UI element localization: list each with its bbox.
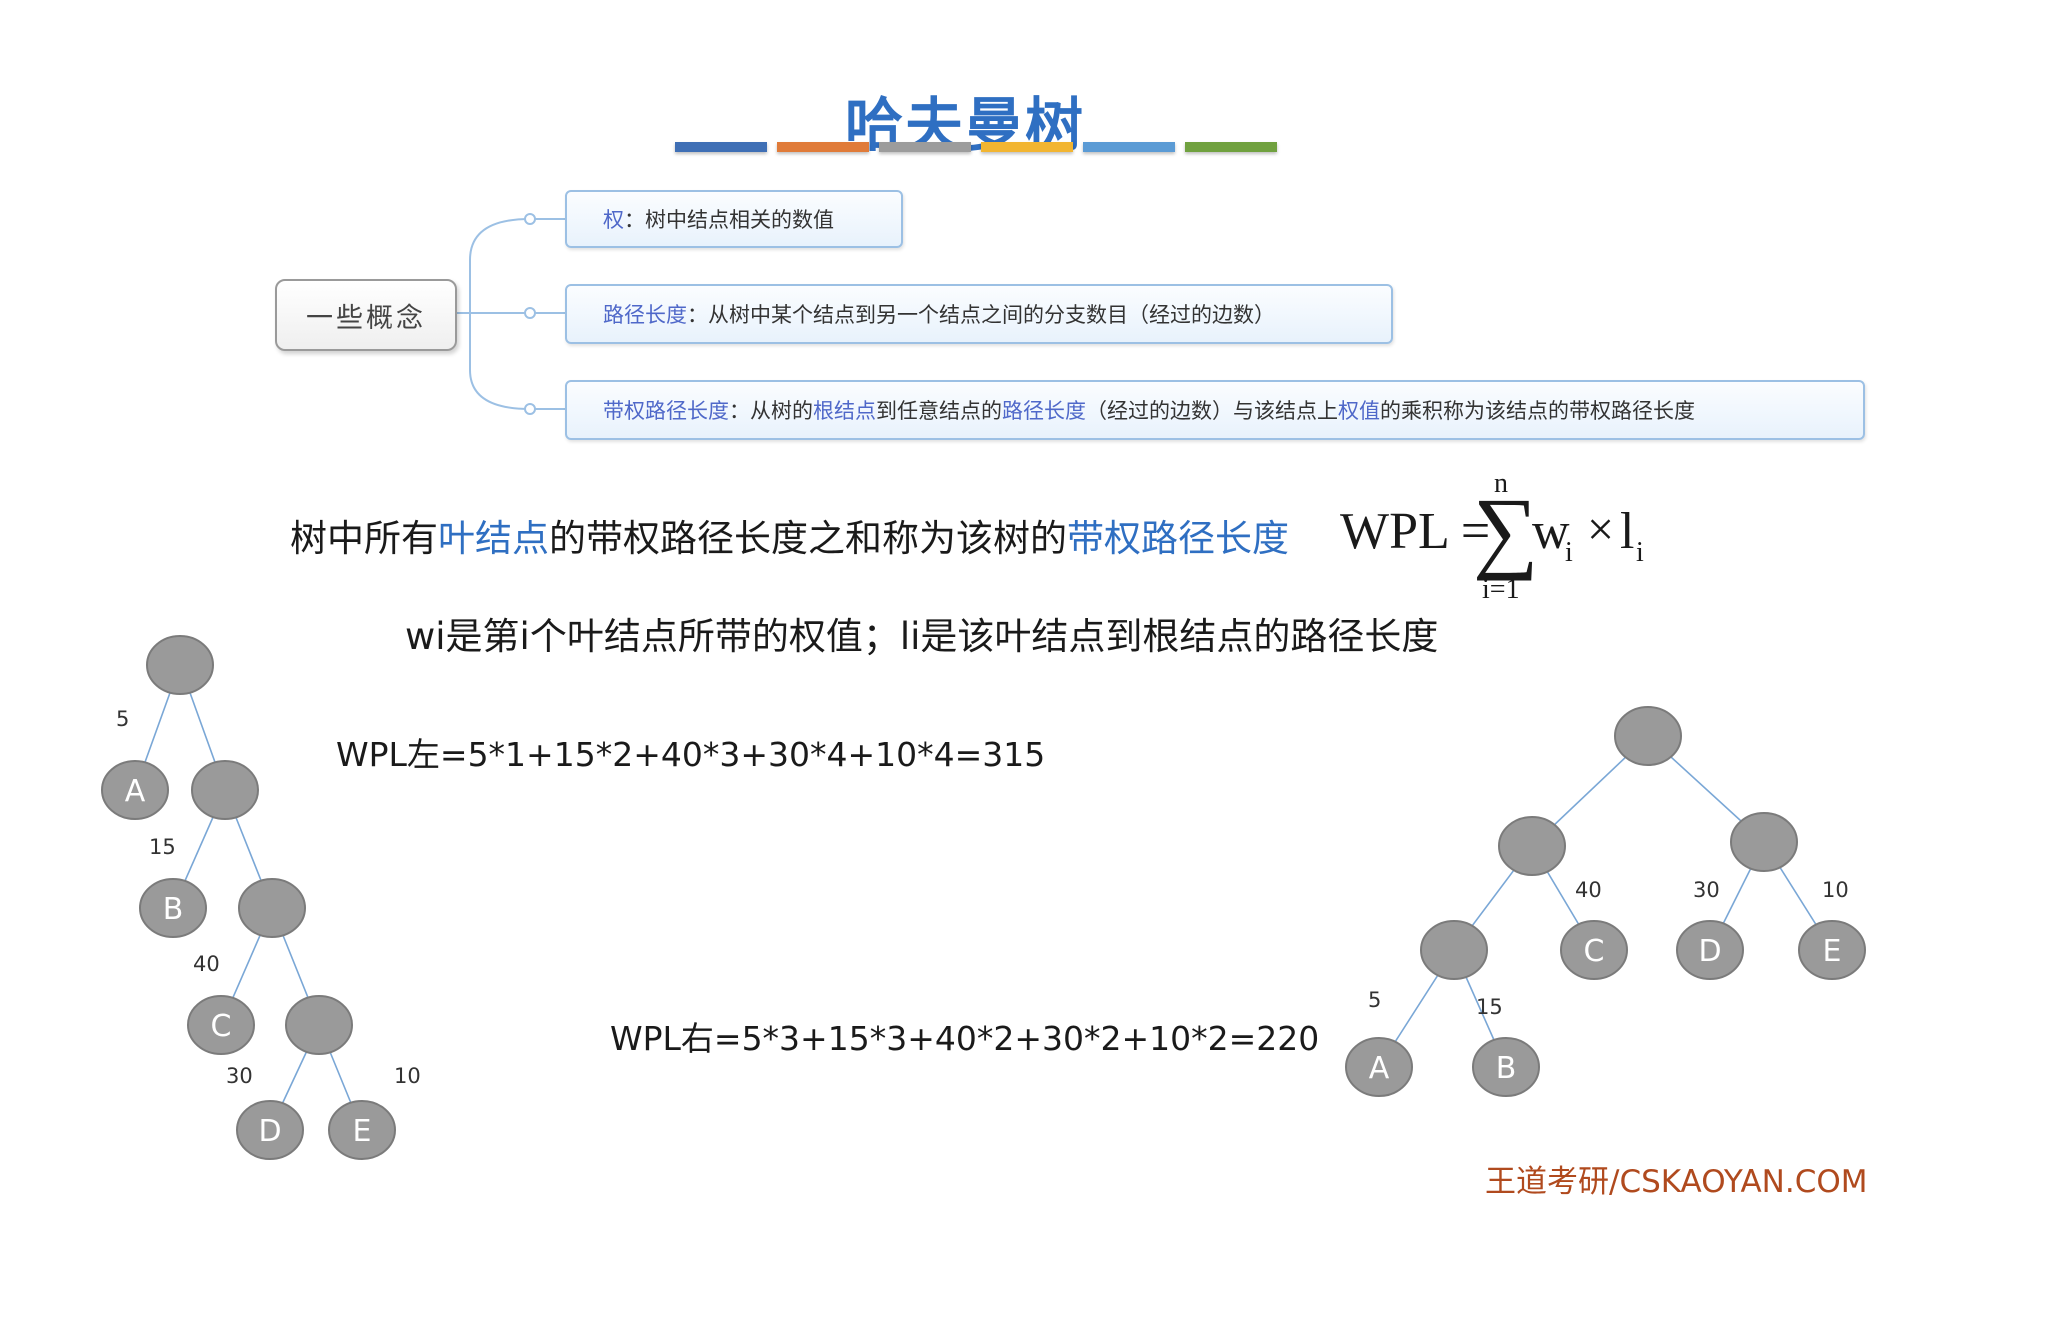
- leaf-label-d: D: [1698, 934, 1721, 969]
- weight-label-c: 40: [1575, 878, 1602, 902]
- highlight-weight: 权值: [1338, 399, 1380, 423]
- definition-part: 的带权路径长度之和称为该树的: [549, 517, 1067, 560]
- weight-label-d: 30: [226, 1064, 253, 1088]
- separator: ：: [687, 303, 708, 327]
- wpl-definition: 树中所有叶结点的带权路径长度之和称为该树的带权路径长度: [290, 508, 1289, 562]
- tree-node: [285, 995, 353, 1055]
- leaf-label-c: C: [1584, 934, 1605, 969]
- highlight-root-node: 根结点: [813, 399, 876, 423]
- mindmap-node-weighted-path-length: 带权路径长度：从树的根结点到任意结点的路径长度（经过的边数）与该结点上权值的乘积…: [565, 380, 1865, 440]
- separator: ：: [729, 399, 750, 423]
- separator: ：: [624, 208, 645, 232]
- tree-node: [1614, 706, 1682, 766]
- tree-node: [146, 635, 214, 695]
- leaf-label-b: B: [1496, 1051, 1517, 1086]
- formula-w: w: [1532, 503, 1570, 560]
- definition-path-length: 从树中某个结点到另一个结点之间的分支数目（经过的边数）: [708, 303, 1275, 327]
- definition-part: 到任意结点的: [876, 399, 1002, 423]
- sigma-upper-limit: n: [1494, 468, 1508, 499]
- tree-leaf-node: [1798, 920, 1866, 980]
- leaf-label-e: E: [1823, 934, 1842, 969]
- term-path-length: 路径长度: [603, 303, 687, 327]
- sigma-lower-limit: i=1: [1482, 574, 1520, 605]
- weight-label-d: 30: [1693, 878, 1720, 902]
- weight-label-b: 15: [1476, 995, 1503, 1019]
- highlight-weighted-path-length: 带权路径长度: [1067, 517, 1289, 560]
- mindmap-node-weight: 权：树中结点相关的数值: [565, 190, 903, 248]
- tree-node: [1730, 812, 1798, 872]
- tree-leaf-node: [187, 995, 255, 1055]
- tree-leaf-node: [236, 1100, 304, 1160]
- tree-leaf-node: [1472, 1037, 1540, 1097]
- definition-part: 从树的: [750, 399, 813, 423]
- right-tree: C D E A B 40 30 10 5 15: [1345, 706, 1866, 1097]
- weight-label-a: 5: [116, 707, 129, 731]
- weight-label-a: 5: [1368, 988, 1381, 1012]
- tree-leaf-node: [1345, 1037, 1413, 1097]
- weight-label-e: 10: [1822, 878, 1849, 902]
- tree-node: [1420, 920, 1488, 980]
- leaf-label-e: E: [353, 1114, 372, 1149]
- leaf-label-c: C: [211, 1009, 232, 1044]
- formula-l: l: [1620, 503, 1635, 560]
- title-bar-2: [777, 142, 869, 152]
- formula-explanation: wi是第i个叶结点所带的权值；li是该叶结点到根结点的路径长度: [405, 615, 1439, 658]
- tree-leaf-node: [1676, 920, 1744, 980]
- title-bar-1: [675, 142, 767, 152]
- leaf-label-a: A: [125, 774, 146, 809]
- tree-node: [1498, 816, 1566, 876]
- weight-label-b: 15: [149, 835, 176, 859]
- weight-label-c: 40: [193, 952, 220, 976]
- definition-part: （经过的边数）与该结点上: [1086, 399, 1338, 423]
- wpl-right-calculation: WPL右=5*3+15*3+40*2+30*2+10*2=220: [610, 1019, 1320, 1058]
- weight-label-e: 10: [394, 1064, 421, 1088]
- title-bar-6: [1185, 142, 1277, 152]
- watermark: 王道考研/CSKAOYAN.COM: [1485, 1164, 1868, 1200]
- term-weighted-path-length: 带权路径长度: [603, 399, 729, 423]
- highlight-path-length: 路径长度: [1002, 399, 1086, 423]
- tree-leaf-node: [101, 760, 169, 820]
- tree-node: [238, 878, 306, 938]
- title-bar-4: [981, 142, 1073, 152]
- term-weight: 权: [603, 208, 624, 232]
- highlight-leaf-node: 叶结点: [438, 517, 549, 560]
- formula-times: ×: [1587, 503, 1615, 556]
- formula-w-subscript: i: [1565, 537, 1573, 568]
- formula-lhs: WPL =: [1340, 503, 1491, 560]
- definition-part: 树中所有: [290, 517, 438, 560]
- definition-weight: 树中结点相关的数值: [645, 208, 834, 232]
- tree-leaf-node: [139, 878, 207, 938]
- leaf-label-a: A: [1369, 1051, 1390, 1086]
- title-bar-5: [1083, 142, 1175, 152]
- tree-leaf-node: [328, 1100, 396, 1160]
- left-tree: A B C D E 5 15 40 30 10: [101, 635, 421, 1160]
- definition-part: 的乘积称为该结点的带权路径长度: [1380, 399, 1695, 423]
- tree-leaf-node: [1560, 920, 1628, 980]
- mindmap-root: 一些概念: [275, 279, 457, 351]
- mindmap-node-path-length: 路径长度：从树中某个结点到另一个结点之间的分支数目（经过的边数）: [565, 284, 1393, 344]
- wpl-left-calculation: WPL左=5*1+15*2+40*3+30*4+10*4=315: [336, 735, 1046, 774]
- formula-l-subscript: i: [1636, 537, 1644, 568]
- tree-node: [191, 760, 259, 820]
- leaf-label-d: D: [258, 1114, 281, 1149]
- sigma-symbol: ∑: [1473, 479, 1539, 581]
- leaf-label-b: B: [163, 892, 184, 927]
- title-bar-3: [879, 142, 971, 152]
